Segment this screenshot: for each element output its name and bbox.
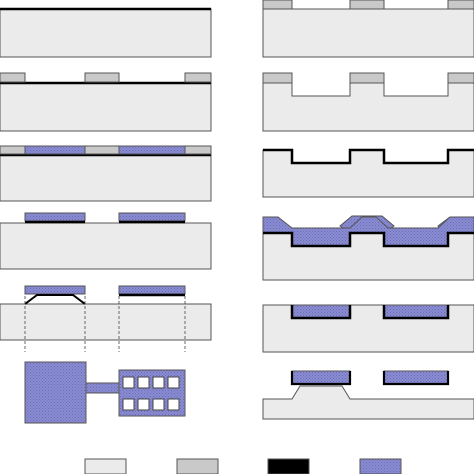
substrate (0, 8, 212, 58)
legend-swatch-polymer (359, 458, 402, 474)
mask-block (447, 72, 474, 84)
mask-block (0, 72, 26, 83)
square-pad (24, 361, 87, 424)
mask-block (184, 145, 212, 155)
mask-block (349, 72, 385, 84)
substrate (0, 222, 212, 270)
metal-pattern (24, 294, 86, 305)
legend (84, 458, 402, 474)
legend-swatch-metal (267, 458, 310, 474)
step-L4 (0, 212, 212, 270)
step-L1 (0, 7, 212, 58)
metal-pattern (382, 371, 450, 386)
substrate (0, 82, 212, 132)
metal-in-trench (382, 305, 450, 320)
polymer-in-trench (383, 304, 449, 319)
mask-block (447, 0, 474, 10)
mask-block (84, 72, 120, 83)
step-L6-top-view (24, 361, 186, 424)
metal-in-trench (290, 305, 352, 320)
guide-lines (24, 296, 186, 352)
plate-holes (122, 376, 180, 411)
substrate (262, 8, 474, 58)
polymer-block (24, 212, 86, 222)
mask-block (262, 72, 293, 84)
step-R3 (262, 148, 474, 198)
polymer-in-trench (291, 304, 351, 319)
polymer-block (118, 145, 186, 155)
polymer-block (24, 145, 86, 155)
substrate (262, 385, 474, 420)
mask-block (262, 0, 293, 10)
mask-block (0, 145, 26, 155)
substrate (0, 154, 212, 202)
metal-film (263, 148, 474, 165)
step-R6 (262, 370, 474, 420)
substrate (0, 303, 212, 341)
polymer-block (118, 212, 186, 222)
step-L5 (0, 285, 212, 352)
step-L2 (0, 72, 212, 132)
polymer-block (24, 285, 86, 295)
mask-block (184, 72, 212, 83)
polymer-block (383, 370, 449, 385)
step-R5 (262, 304, 474, 353)
metal-pattern (290, 371, 352, 386)
polymer-block (291, 370, 351, 385)
legend-swatch-substrate (84, 458, 127, 474)
polymer-block (118, 285, 186, 295)
step-R4 (262, 215, 474, 281)
connecting-beam (85, 382, 120, 394)
metal-film (263, 231, 474, 248)
mask-block (349, 0, 385, 10)
etched-substrate (262, 149, 474, 198)
mask-block (84, 145, 120, 155)
step-R2 (262, 72, 474, 132)
etched-substrate (262, 82, 474, 132)
legend-swatch-mask (176, 458, 219, 474)
step-L3 (0, 145, 212, 202)
step-R1 (262, 0, 474, 58)
